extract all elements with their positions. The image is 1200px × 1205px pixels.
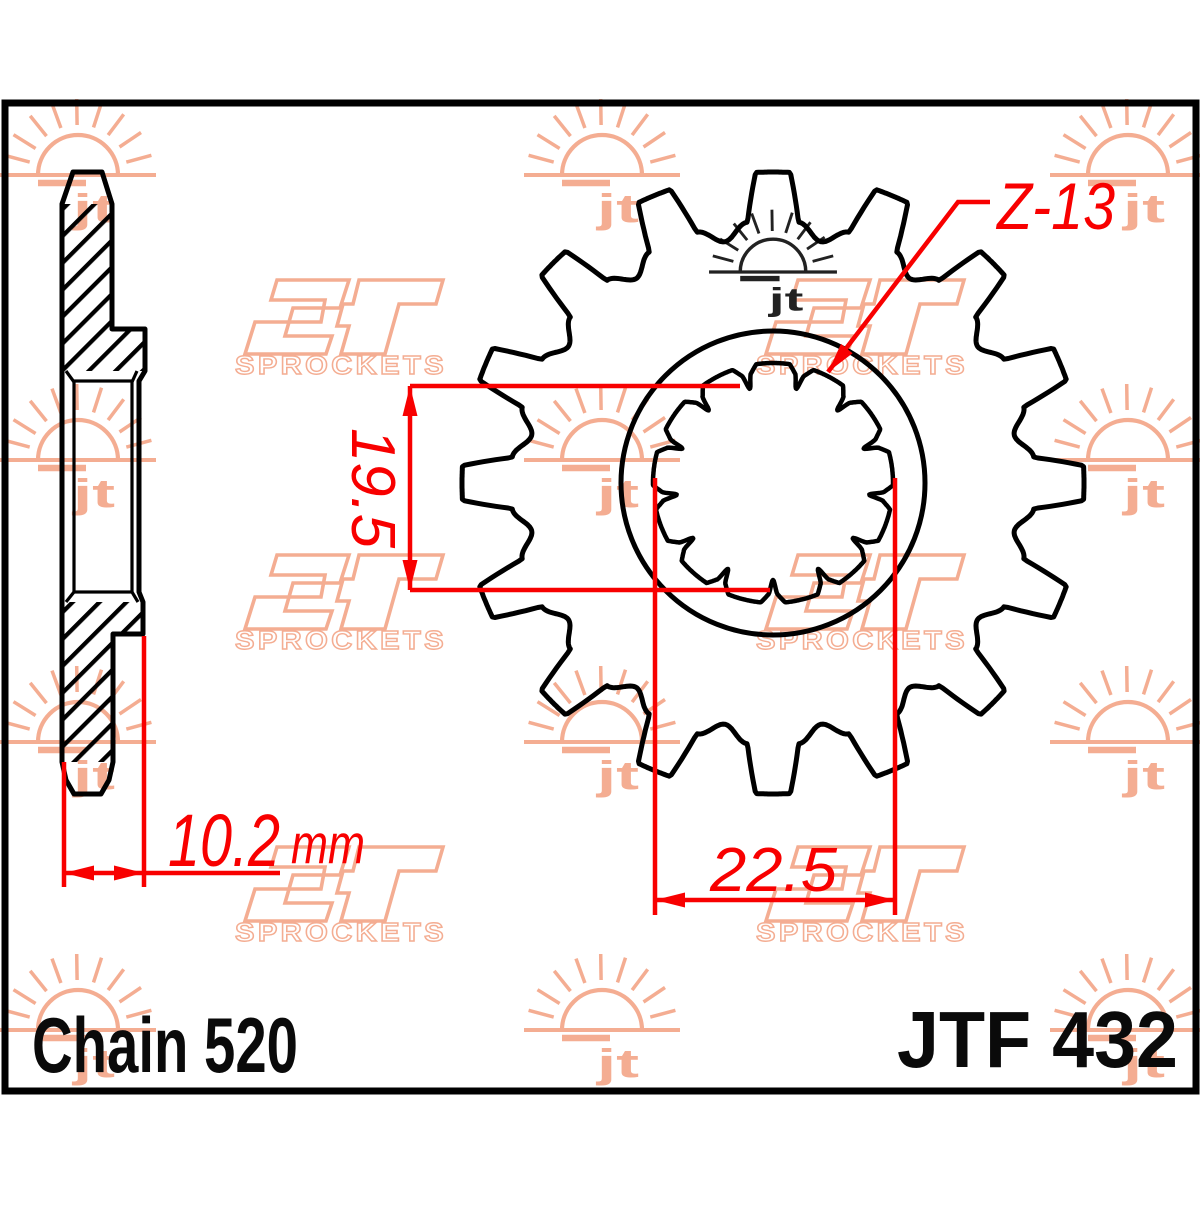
- jt-sprockets-logo-watermark: SPROCKETS: [235, 555, 447, 655]
- jt-sprockets-logo-watermark: SPROCKETS: [235, 280, 447, 380]
- sun-monogram-text: jt: [595, 1042, 639, 1086]
- gear-teeth-outline: [462, 172, 1084, 794]
- sun-monogram-text: jt: [767, 281, 803, 318]
- thickness-dimension: 10.2: [168, 799, 280, 882]
- sun-watermark-icon: jt: [524, 954, 680, 1086]
- hatch-area-upper: [62, 204, 145, 371]
- hatch-area-lower: [62, 602, 143, 762]
- sun-monogram-text: jt: [595, 754, 639, 798]
- spline-bore-outline: [653, 363, 893, 602]
- watermark-layer: SPROCKETS SPROCKETS SPROCKETS SPROCKETS SPRO…: [0, 99, 1200, 1086]
- sprockets-watermark-text: SPROCKETS: [235, 625, 447, 655]
- sprocket-front-view: [462, 172, 1084, 794]
- chain-size-label: Chain 520: [32, 1001, 298, 1089]
- sun-watermark-icon: jt: [1050, 666, 1200, 798]
- sprockets-watermark-text: SPROCKETS: [235, 917, 447, 947]
- sprockets-watermark-text: SPROCKETS: [756, 625, 968, 655]
- sun-monogram-text: jt: [1121, 187, 1165, 231]
- part-number-label: JTF 432: [897, 995, 1178, 1084]
- sprockets-watermark-text: SPROCKETS: [235, 350, 447, 380]
- sun-monogram-text: jt: [71, 472, 115, 516]
- sun-monogram-text: jt: [595, 472, 639, 516]
- drawing-border: [5, 103, 1196, 1091]
- teeth-count-label: Z-13: [995, 169, 1115, 243]
- sun-monogram-text: jt: [1121, 754, 1165, 798]
- sun-watermark-icon: jt: [524, 99, 680, 231]
- bore-width-dimension: 22.5: [709, 836, 838, 905]
- sprockets-watermark-text: SPROCKETS: [756, 917, 968, 947]
- sun-monogram-text: jt: [1121, 472, 1165, 516]
- thickness-unit-label: mm: [291, 812, 365, 875]
- sun-watermark-icon: jt: [1050, 384, 1200, 516]
- bore-height-dimension: 19.5: [338, 428, 407, 549]
- sun-monogram-text: jt: [595, 187, 639, 231]
